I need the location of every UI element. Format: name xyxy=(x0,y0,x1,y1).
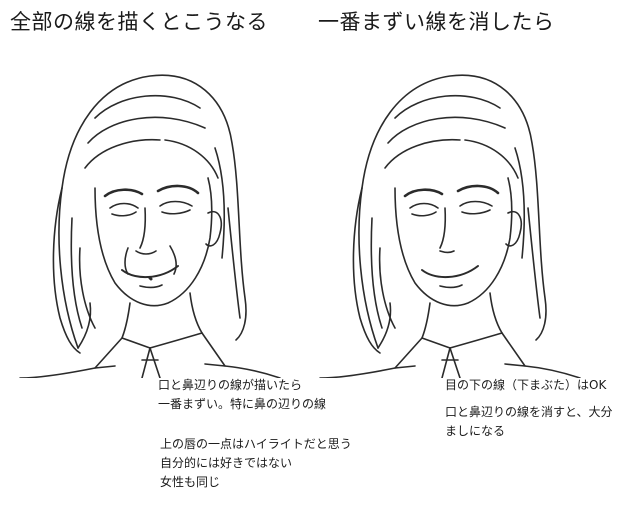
note-mouth-nose-lines: 口と鼻辺りの線が描いたら 一番まずい。特に鼻の辺りの線 xyxy=(158,376,326,414)
note-line: 口と鼻辺りの線を消すと、大分 xyxy=(445,405,613,419)
note-line: 口と鼻辺りの線が描いたら xyxy=(158,378,303,392)
note-line: 目の下の線（下まぶた）はOK xyxy=(445,378,607,392)
portrait-illustration-right xyxy=(300,48,600,378)
note-line: 上の唇の一点はハイライトだと思う xyxy=(160,437,352,451)
portrait-illustration-left xyxy=(0,48,300,378)
title-all-lines: 全部の線を描くとこうなる xyxy=(10,10,268,34)
note-line: 自分的には好きではない xyxy=(160,456,293,470)
title-lines-removed: 一番まずい線を消したら xyxy=(318,10,555,34)
note-line: 女性も同じ xyxy=(160,475,221,489)
note-lip-highlight: 上の唇の一点はハイライトだと思う 自分的には好きではない 女性も同じ xyxy=(160,435,352,492)
note-line: ましになる xyxy=(445,424,506,438)
note-right-comments: 目の下の線（下まぶた）はOK 口と鼻辺りの線を消すと、大分 ましになる xyxy=(445,376,613,441)
note-line: 一番まずい。特に鼻の辺りの線 xyxy=(158,397,327,411)
